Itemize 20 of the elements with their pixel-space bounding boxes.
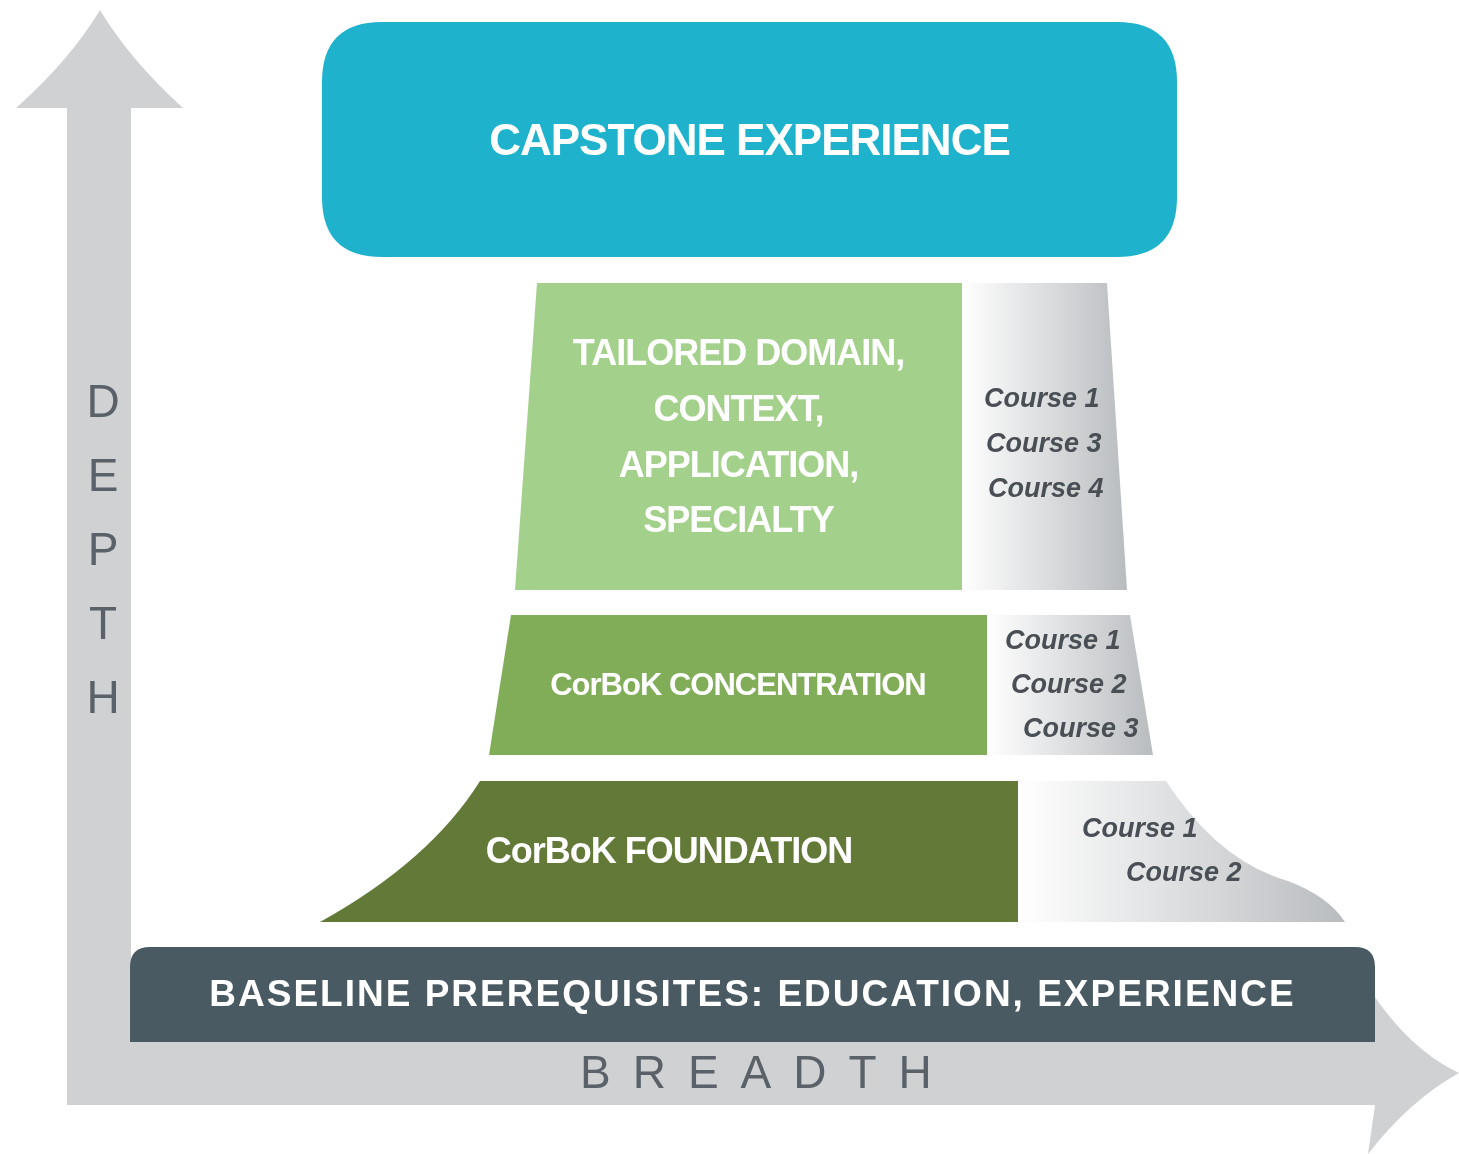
course-label: Course 1 [1005, 625, 1121, 656]
layer-title: CorBoK CONCENTRATION [550, 665, 926, 704]
course-label: Course 2 [1011, 669, 1127, 700]
course-label: Course 1 [1082, 813, 1198, 844]
curved-band [320, 781, 1018, 922]
trapezoid-band [489, 615, 987, 755]
trapezoid-band [515, 283, 962, 590]
layer-title: CAPSTONE EXPERIENCE [489, 113, 1010, 166]
course-label: Course 3 [986, 428, 1102, 459]
course-label: Course 3 [1023, 713, 1139, 744]
rounded-box [322, 22, 1177, 257]
layer-title: CorBoK FOUNDATION [485, 829, 853, 874]
course-label: Course 4 [988, 473, 1104, 504]
axis-label: DEPTH [76, 375, 130, 745]
layer-title: BASELINE PREREQUISITES: EDUCATION, EXPERIENCE [209, 972, 1296, 1017]
axis-label: BREADTH [580, 1045, 954, 1099]
course-label: Course 1 [984, 383, 1100, 414]
course-label: Course 2 [1126, 857, 1242, 888]
base-bar [130, 947, 1375, 1042]
layer-title: TAILORED DOMAIN, CONTEXT, APPLICATION, SPECIALTY [571, 330, 906, 543]
